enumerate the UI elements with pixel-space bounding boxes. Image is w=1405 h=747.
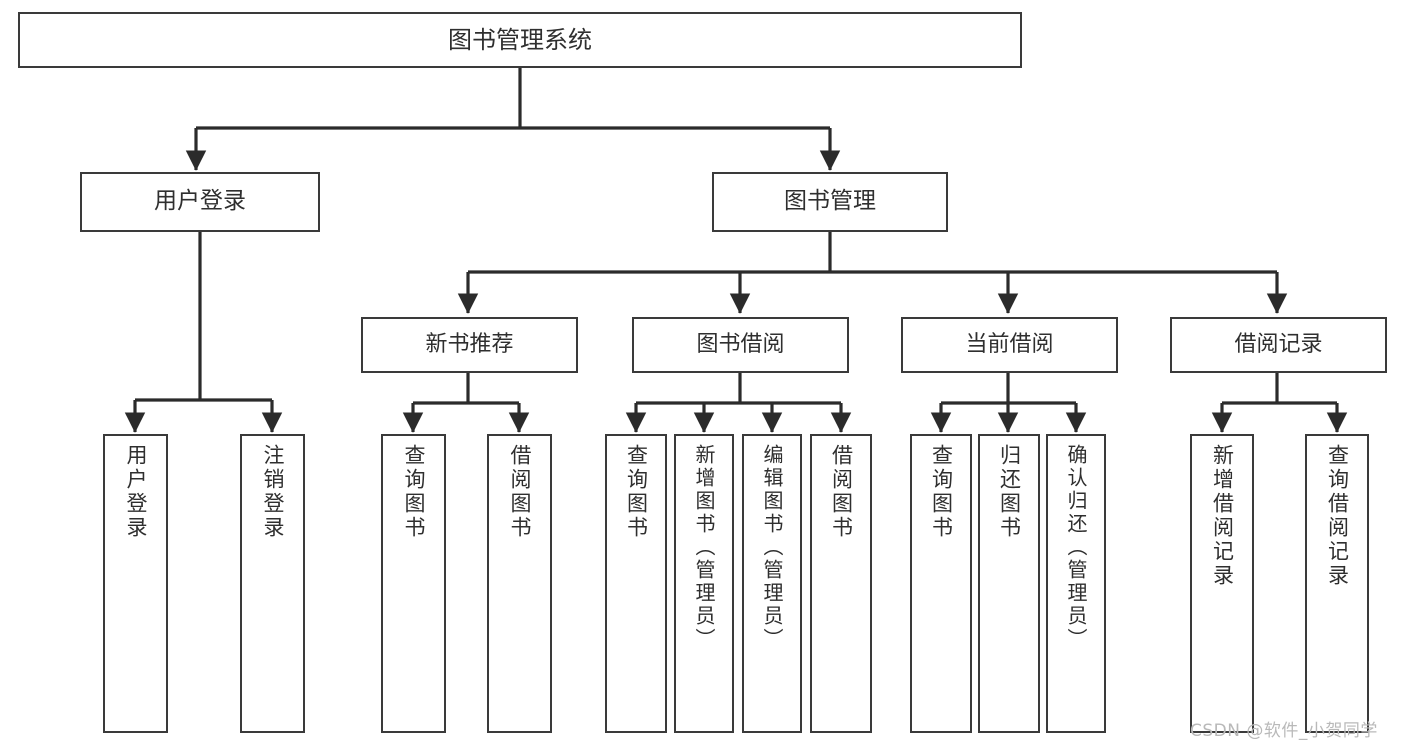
node-leaf-user-login-label: 用户登录 (124, 444, 148, 540)
node-leaf-edit-book-label: 编辑图书（管理员） (760, 444, 784, 651)
node-current-borrow[interactable]: 当前借阅 (901, 317, 1118, 373)
node-leaf-query-record-label: 查询借阅记录 (1325, 444, 1350, 588)
node-leaf-query-book-2-label: 查询图书 (624, 444, 649, 540)
node-book-borrow[interactable]: 图书借阅 (632, 317, 849, 373)
node-leaf-query-book-2[interactable]: 查询图书 (605, 434, 667, 733)
node-user-login[interactable]: 用户登录 (80, 172, 320, 232)
node-leaf-borrow-book-2-label: 借阅图书 (829, 444, 854, 540)
node-leaf-user-login[interactable]: 用户登录 (103, 434, 168, 733)
node-leaf-add-book-label: 新增图书（管理员） (692, 444, 716, 651)
node-leaf-add-record-label: 新增借阅记录 (1210, 444, 1235, 588)
node-leaf-add-record[interactable]: 新增借阅记录 (1190, 434, 1254, 733)
node-leaf-query-book-3-label: 查询图书 (929, 444, 954, 540)
node-borrow-record-label: 借阅记录 (1234, 332, 1323, 358)
node-leaf-return-book[interactable]: 归还图书 (978, 434, 1040, 733)
node-leaf-borrow-book-2[interactable]: 借阅图书 (810, 434, 872, 733)
node-leaf-confirm-return-label: 确认归还（管理员） (1064, 444, 1088, 651)
watermark: CSDN @软件_小贺同学 (1190, 721, 1378, 741)
node-leaf-query-book-1[interactable]: 查询图书 (381, 434, 446, 733)
node-current-borrow-label: 当前借阅 (965, 332, 1054, 358)
node-leaf-add-book[interactable]: 新增图书（管理员） (674, 434, 734, 733)
node-leaf-borrow-book-1-label: 借阅图书 (508, 444, 532, 540)
node-book-borrow-label: 图书借阅 (696, 332, 785, 358)
node-leaf-query-record[interactable]: 查询借阅记录 (1305, 434, 1369, 733)
node-leaf-query-book-3[interactable]: 查询图书 (910, 434, 972, 733)
node-leaf-confirm-return[interactable]: 确认归还（管理员） (1046, 434, 1106, 733)
node-leaf-edit-book[interactable]: 编辑图书（管理员） (742, 434, 802, 733)
node-new-book-recommend[interactable]: 新书推荐 (361, 317, 578, 373)
node-user-login-label: 用户登录 (154, 188, 246, 215)
node-borrow-record[interactable]: 借阅记录 (1170, 317, 1387, 373)
node-leaf-logout[interactable]: 注销登录 (240, 434, 305, 733)
node-new-book-recommend-label: 新书推荐 (425, 332, 514, 358)
node-root[interactable]: 图书管理系统 (18, 12, 1022, 68)
node-leaf-query-book-1-label: 查询图书 (402, 444, 426, 540)
node-book-manage-label: 图书管理 (784, 188, 876, 215)
node-book-manage[interactable]: 图书管理 (712, 172, 948, 232)
node-leaf-borrow-book-1[interactable]: 借阅图书 (487, 434, 552, 733)
node-leaf-return-book-label: 归还图书 (997, 444, 1022, 540)
node-leaf-logout-label: 注销登录 (261, 444, 285, 540)
node-root-label: 图书管理系统 (448, 25, 592, 54)
